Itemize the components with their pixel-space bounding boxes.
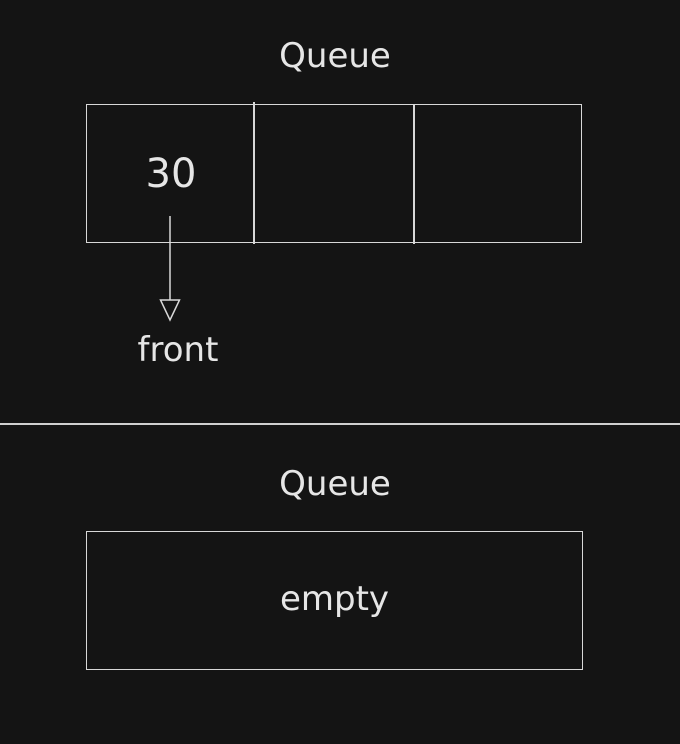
queue-cell-0: 30 — [145, 150, 197, 197]
front-pointer-arrow-icon — [159, 216, 181, 322]
queue-title-top: Queue — [279, 36, 391, 76]
cell-divider-2 — [413, 104, 415, 244]
front-pointer-label: front — [137, 330, 219, 370]
queue-cell-1 — [255, 105, 415, 242]
queue-empty-label: empty — [279, 578, 390, 619]
queue-box-top: 30 — [86, 104, 582, 243]
queue-state-panel-top: Queue 30 front — [86, 36, 582, 370]
queue-state-panel-bottom: Queue empty — [0, 425, 680, 744]
queue-box-bottom: empty — [86, 531, 583, 670]
queue-cell-2 — [415, 105, 581, 242]
cell-divider-1 — [253, 102, 255, 244]
panel-separator — [0, 423, 680, 425]
queue-title-bottom: Queue — [279, 464, 391, 504]
